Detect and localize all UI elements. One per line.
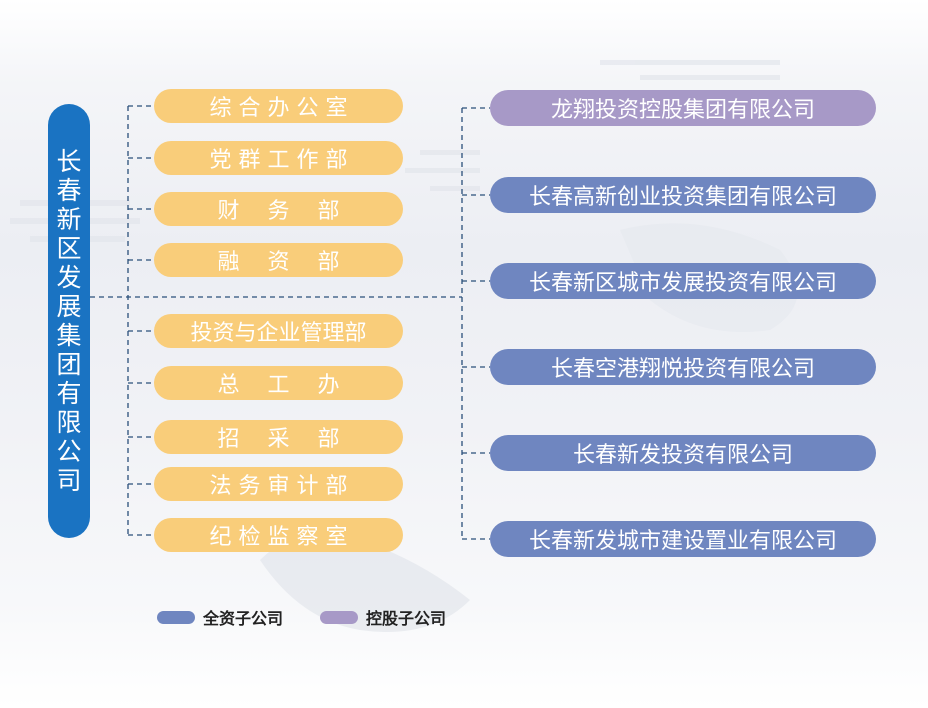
department-label: 综 合 办 公 室 [209, 96, 348, 121]
root-company-node: 长春新区发展集团有限公司 [48, 104, 90, 538]
legend-label-holding: 控股子公司 [366, 609, 447, 628]
subsidiary-node-wholly: 长春新发城市建设置业有限公司 [490, 521, 876, 557]
legend-item-wholly: 全资子公司 [157, 605, 283, 629]
subsidiary-node-wholly: 长春新区城市发展投资有限公司 [490, 263, 876, 299]
legend-item-holding: 控股子公司 [320, 605, 446, 629]
subsidiary-label: 长春新发投资有限公司 [572, 443, 793, 468]
legend-swatch-holding [320, 610, 358, 624]
department-node: 融 资 部 [154, 243, 403, 277]
legend-label-wholly: 全资子公司 [203, 609, 284, 628]
department-node: 财 务 部 [154, 192, 403, 226]
department-label: 总 工 办 [217, 373, 340, 398]
root-company-name: 长春新区发展集团有限公司 [56, 147, 82, 495]
department-node: 综 合 办 公 室 [154, 89, 403, 123]
department-node: 投资与企业管理部 [154, 314, 403, 348]
subsidiary-node-holding: 龙翔投资控股集团有限公司 [490, 90, 876, 126]
subsidiary-node-wholly: 长春新发投资有限公司 [490, 435, 876, 471]
subsidiary-label: 长春新区城市发展投资有限公司 [528, 271, 837, 296]
department-node: 招 采 部 [154, 420, 403, 454]
subsidiary-label: 长春空港翔悦投资有限公司 [550, 357, 815, 382]
legend-swatch-wholly [157, 610, 195, 624]
department-label: 投资与企业管理部 [190, 321, 367, 346]
department-label: 融 资 部 [217, 250, 340, 275]
subsidiary-label: 龙翔投资控股集团有限公司 [550, 98, 815, 123]
subsidiary-node-wholly: 长春空港翔悦投资有限公司 [490, 349, 876, 385]
department-label: 法 务 审 计 部 [209, 474, 348, 499]
department-label: 纪 检 监 察 室 [209, 525, 348, 550]
department-label: 招 采 部 [217, 427, 340, 452]
subsidiary-node-wholly: 长春高新创业投资集团有限公司 [490, 177, 876, 213]
department-node: 法 务 审 计 部 [154, 467, 403, 501]
department-node: 党 群 工 作 部 [154, 141, 403, 175]
subsidiary-label: 长春高新创业投资集团有限公司 [528, 185, 837, 210]
department-node: 总 工 办 [154, 366, 403, 400]
department-label: 财 务 部 [217, 199, 340, 224]
subsidiary-label: 长春新发城市建设置业有限公司 [528, 529, 837, 554]
department-label: 党 群 工 作 部 [209, 148, 348, 173]
department-node: 纪 检 监 察 室 [154, 518, 403, 552]
